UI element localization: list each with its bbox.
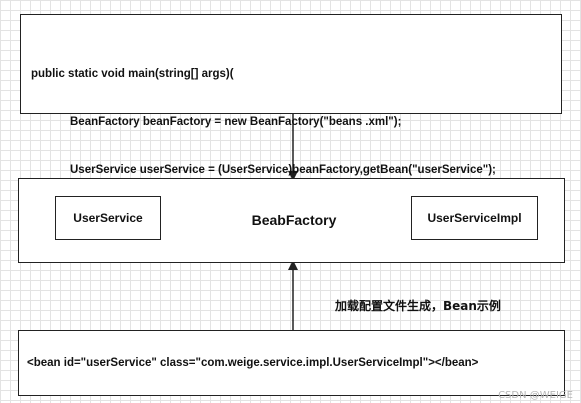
xml-bean-box: <bean id="userService" class="com.weige.…: [18, 330, 565, 396]
code-block: public static void main(string[] args)( …: [20, 14, 562, 224]
code-line-main-signature: public static void main(string[] args)(: [31, 68, 234, 80]
watermark: CSDN @WEIGE: [498, 390, 573, 401]
bean-factory-label: BeabFactory: [251, 212, 337, 228]
code-line-bean-factory: BeanFactory beanFactory = new BeanFactor…: [70, 116, 402, 128]
arrow-label: 加载配置文件生成，Bean示例: [335, 299, 501, 313]
user-service-label: UserService: [73, 211, 143, 225]
code-line-user-service: UserService userService = (UserService)b…: [70, 164, 496, 176]
user-service-impl-box: UserServiceImpl: [411, 196, 538, 240]
user-service-box: UserService: [55, 196, 161, 240]
user-service-impl-label: UserServiceImpl: [427, 211, 522, 225]
bean-factory-box: UserService BeabFactory UserServiceImpl: [18, 178, 565, 263]
xml-bean-definition: <bean id="userService" class="com.weige.…: [27, 357, 479, 369]
